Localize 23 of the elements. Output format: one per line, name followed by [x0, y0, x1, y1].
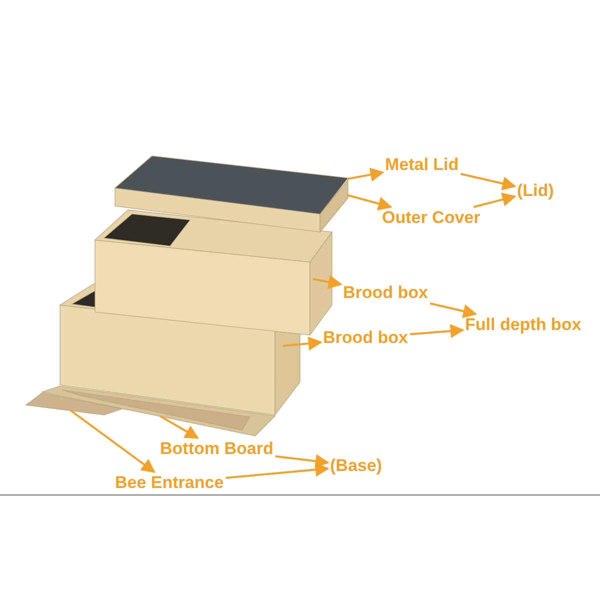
arrow — [160, 415, 199, 439]
part-label: (Lid) — [517, 181, 554, 201]
part-label: Bottom Board — [160, 439, 274, 459]
arrow — [430, 302, 478, 318]
part-label: Outer Cover — [382, 208, 480, 228]
arrow — [275, 454, 330, 468]
outer-cover — [114, 179, 348, 233]
arrow — [346, 168, 384, 182]
part-label: Brood box — [343, 283, 428, 303]
part-label: Brood box — [323, 328, 408, 348]
arrow — [69, 409, 156, 473]
part-label: Bee Entrance — [115, 473, 224, 493]
arrow — [473, 192, 516, 208]
arrow — [282, 336, 322, 350]
part-label: Metal Lid — [385, 155, 459, 175]
arrow — [226, 462, 330, 479]
part-label: Full depth box — [465, 315, 582, 335]
metal-lid — [114, 156, 349, 214]
part-label: (Base) — [330, 456, 382, 476]
bee-entrance-board — [25, 392, 124, 416]
arrow — [410, 324, 464, 338]
arrow — [460, 172, 516, 190]
arrow — [346, 194, 392, 210]
